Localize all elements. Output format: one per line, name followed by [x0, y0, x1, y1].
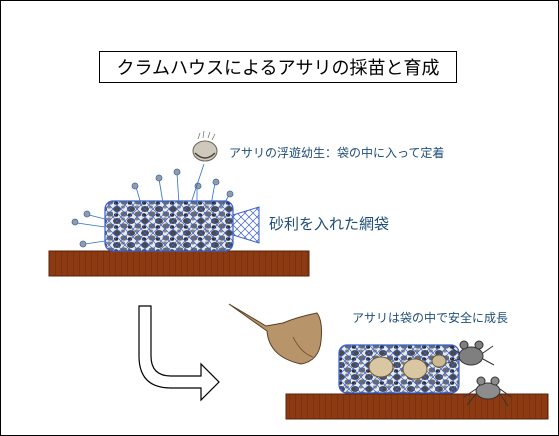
safe-growth-label: アサリは袋の中で安全に成長 — [352, 311, 509, 325]
crab-icon-2 — [463, 376, 512, 407]
upper-ground — [48, 250, 310, 277]
net-bag-label: 砂利を入れた網袋 — [269, 215, 390, 233]
lower-ground — [285, 393, 549, 420]
crab-icon — [447, 340, 495, 366]
gravel-net-bag — [104, 200, 260, 252]
grown-clam-bag — [338, 344, 460, 394]
larva-label: アサリの浮遊幼生：袋の中に入って定着 — [229, 146, 445, 160]
clam-larva-icon — [192, 130, 218, 162]
curved-arrow — [138, 305, 220, 402]
diagram-title: クラムハウスによるアサリの採苗と育成 — [99, 51, 457, 83]
stingray-icon — [228, 303, 322, 365]
larvae-group — [71, 163, 234, 248]
